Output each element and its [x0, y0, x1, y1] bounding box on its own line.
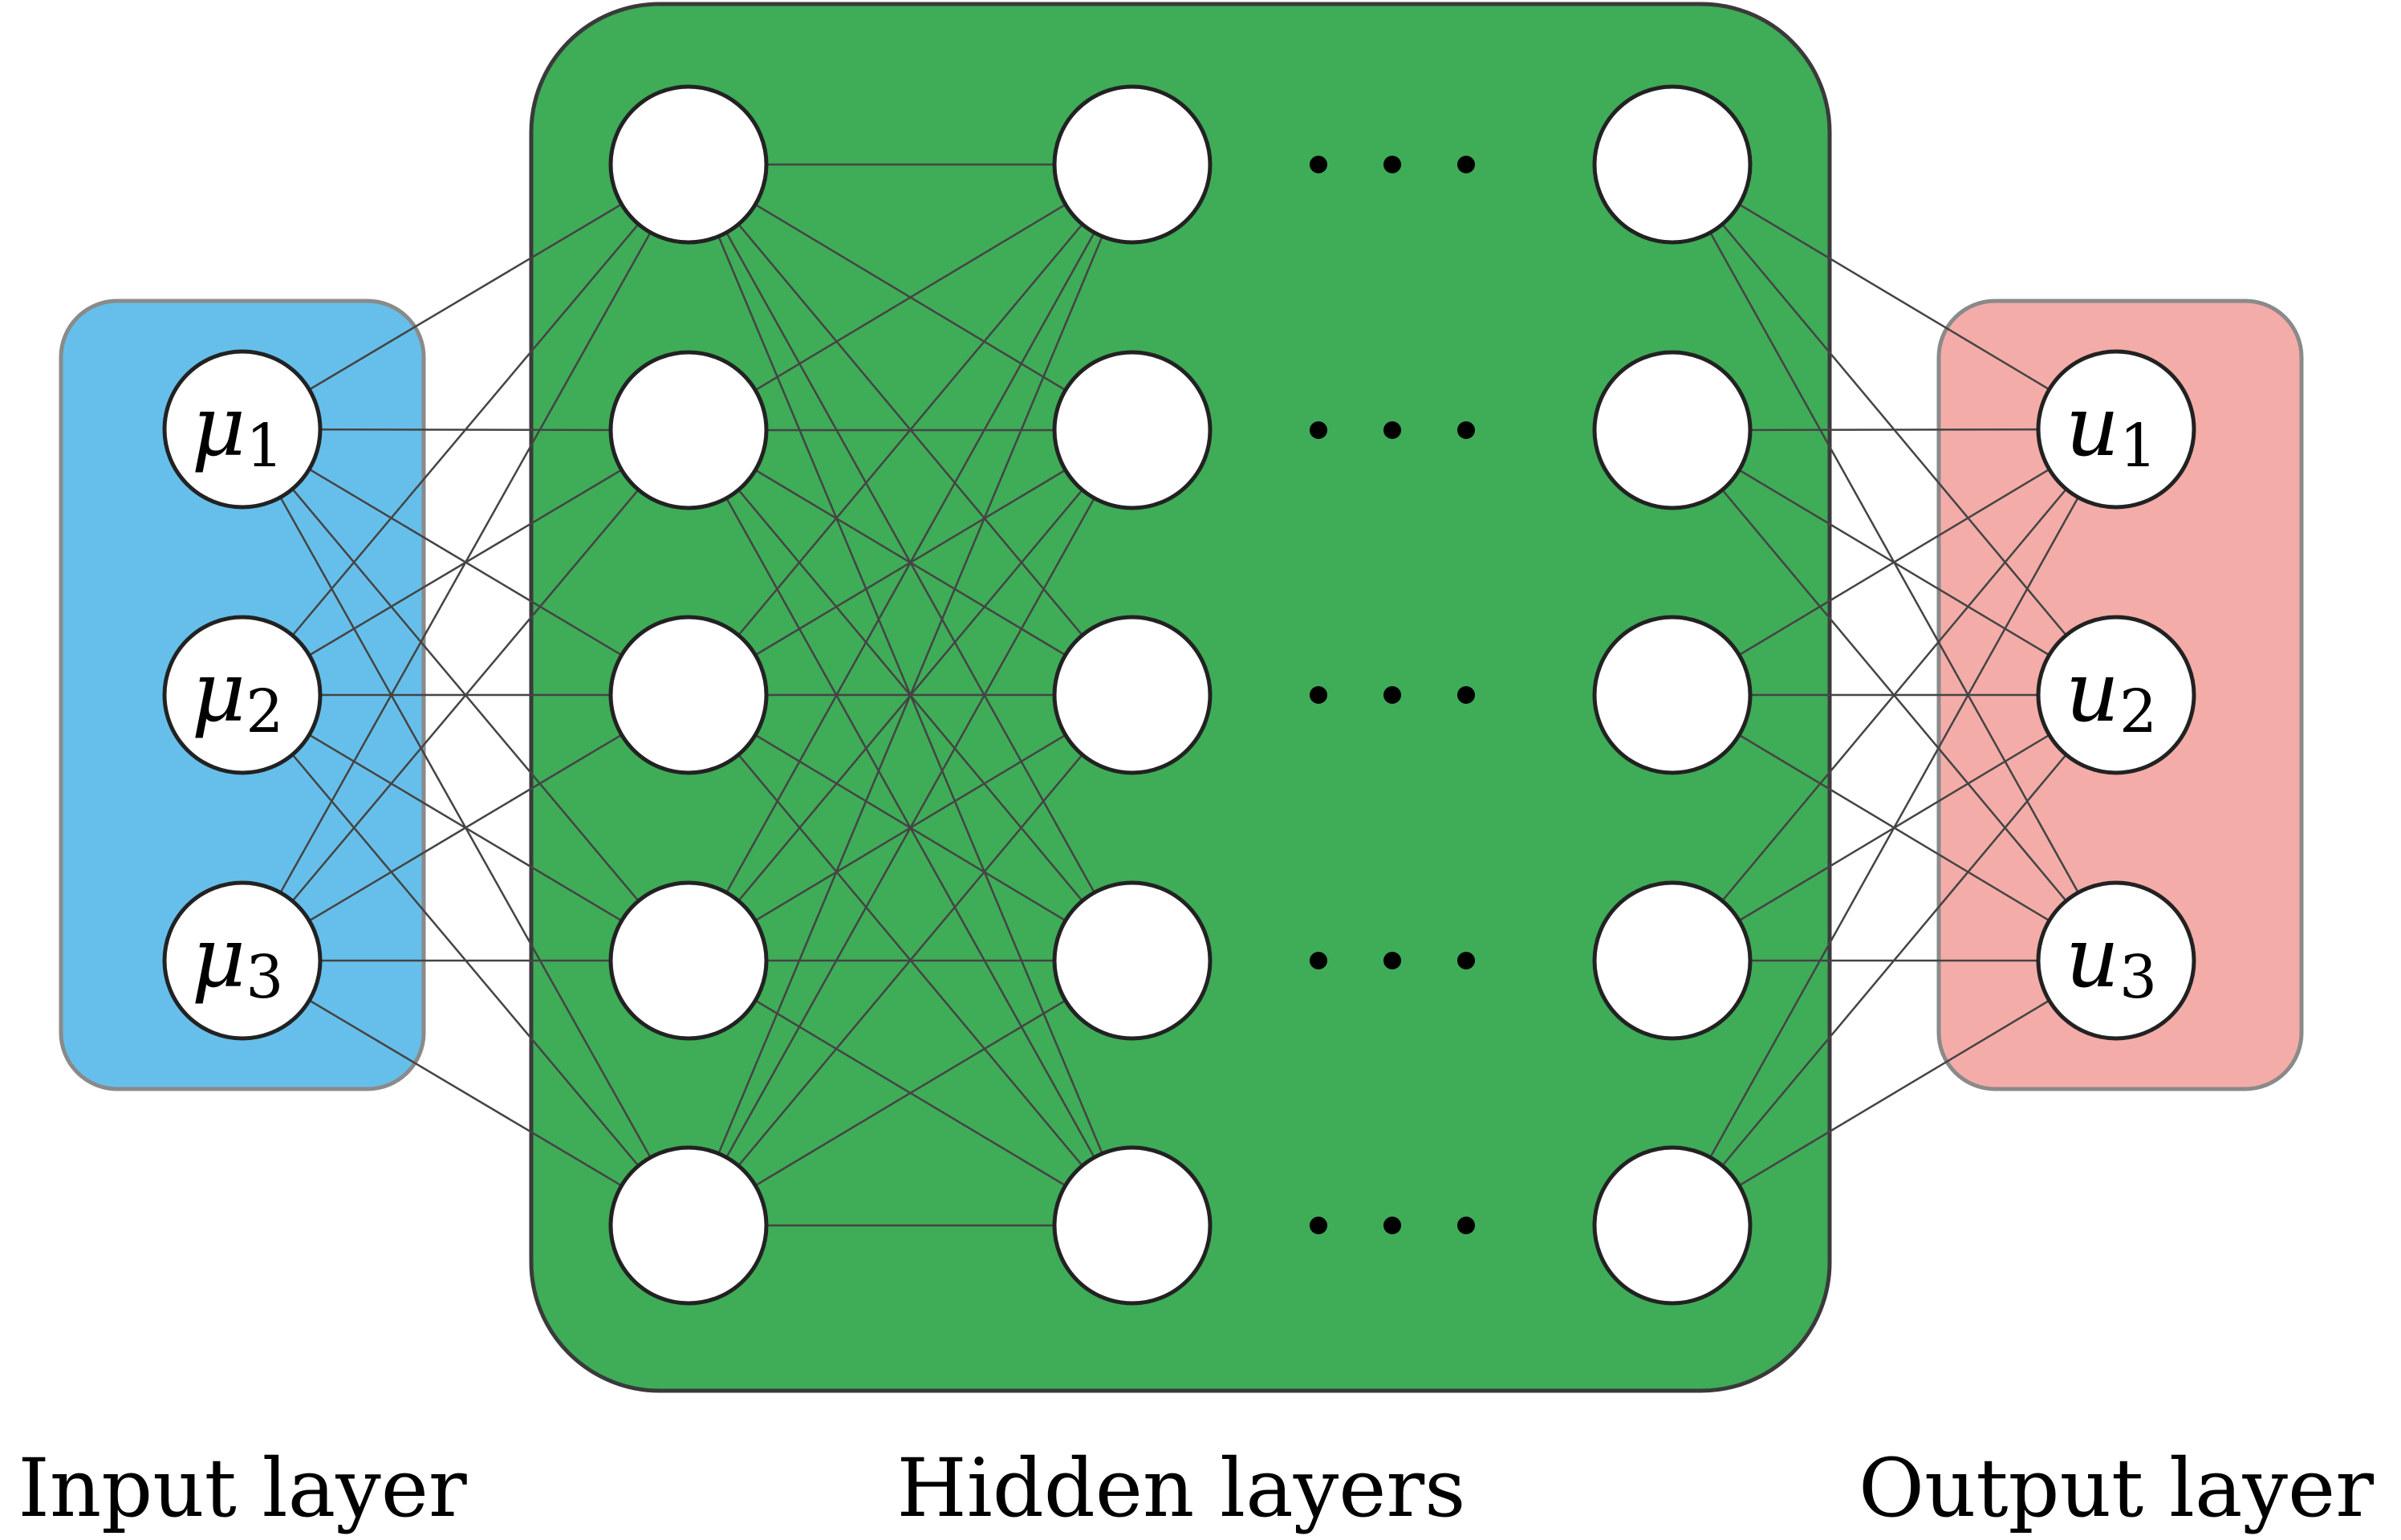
- ellipsis-dot: [1457, 952, 1475, 969]
- network-nodes: μ1 μ2 μ3 u1 u2 u3: [162, 84, 2196, 1306]
- ellipsis-dot: [1310, 1217, 1327, 1234]
- output-layer-caption: Output layer: [1858, 1441, 2375, 1535]
- output-node-label: u3: [2066, 908, 2157, 1012]
- input-node-label: μ3: [192, 908, 284, 1012]
- hidden-layers-caption: Hidden layers: [896, 1441, 1466, 1535]
- hidden-node: [1052, 1145, 1213, 1306]
- edge-hidden-hidden: [687, 429, 1134, 1226]
- edge-hidden-output: [1672, 428, 2117, 697]
- hidden-node: [608, 880, 769, 1041]
- output-node: [2036, 615, 2196, 775]
- edge-hidden-output: [1672, 959, 2117, 1227]
- edge-hidden-output: [1672, 694, 2117, 1226]
- ellipsis-dot: [1310, 421, 1327, 439]
- edge-hidden-hidden: [688, 959, 1133, 1227]
- hidden-node: [1592, 84, 1753, 245]
- ellipsis-dot: [1310, 156, 1327, 173]
- ellipsis-dot: [1457, 156, 1475, 173]
- hidden-node: [1052, 350, 1213, 510]
- edge-hidden-output: [1672, 429, 2117, 961]
- output-node-label: u1: [2066, 377, 2157, 481]
- edge-input-hidden: [242, 163, 689, 431]
- hidden-node: [608, 615, 769, 775]
- edge-hidden-output: [1671, 429, 2118, 1226]
- input-node-label: μ1: [192, 377, 284, 481]
- input-node: [162, 615, 323, 775]
- output-node: [2036, 349, 2196, 510]
- output-node-label: u2: [2066, 643, 2157, 746]
- ellipsis-dot: [1310, 952, 1327, 969]
- hidden-node: [608, 350, 769, 510]
- hidden-node: [608, 84, 769, 245]
- ellipsis-dots: [1310, 156, 1475, 1234]
- hidden-node: [1592, 615, 1753, 775]
- ellipsis-dot: [1383, 421, 1401, 439]
- hidden-node: [608, 1145, 769, 1306]
- input-node: [162, 349, 323, 510]
- ellipsis-dot: [1383, 686, 1401, 704]
- edge-input-hidden: [241, 164, 690, 961]
- edge-hidden-hidden: [688, 163, 1133, 432]
- edge-input-hidden: [242, 429, 689, 961]
- edge-hidden-hidden: [688, 164, 1133, 696]
- hidden-node: [1592, 350, 1753, 510]
- ellipsis-dot: [1457, 421, 1475, 439]
- input-node-label: μ2: [192, 643, 284, 746]
- edge-hidden-hidden: [688, 694, 1133, 1226]
- output-node: [2036, 880, 2196, 1041]
- ellipsis-dot: [1457, 686, 1475, 704]
- input-layer-caption: Input layer: [18, 1441, 467, 1535]
- ellipsis-dot: [1383, 1217, 1401, 1234]
- hidden-node: [1052, 84, 1213, 245]
- input-node: [162, 880, 323, 1041]
- ellipsis-dot: [1383, 156, 1401, 173]
- edge-hidden-hidden: [687, 164, 1134, 961]
- hidden-node: [1592, 1145, 1753, 1306]
- hidden-node: [1052, 880, 1213, 1041]
- edge-input-hidden: [242, 164, 689, 696]
- ellipsis-dot: [1457, 1217, 1475, 1234]
- hidden-node: [1592, 880, 1753, 1041]
- edge-hidden-output: [1672, 163, 2117, 431]
- edge-hidden-hidden: [687, 164, 1134, 1226]
- hidden-node: [1052, 615, 1213, 775]
- ellipsis-dot: [1383, 952, 1401, 969]
- edge-input-hidden: [242, 959, 689, 1227]
- edge-input-hidden: [242, 693, 689, 962]
- ellipsis-dot: [1310, 686, 1327, 704]
